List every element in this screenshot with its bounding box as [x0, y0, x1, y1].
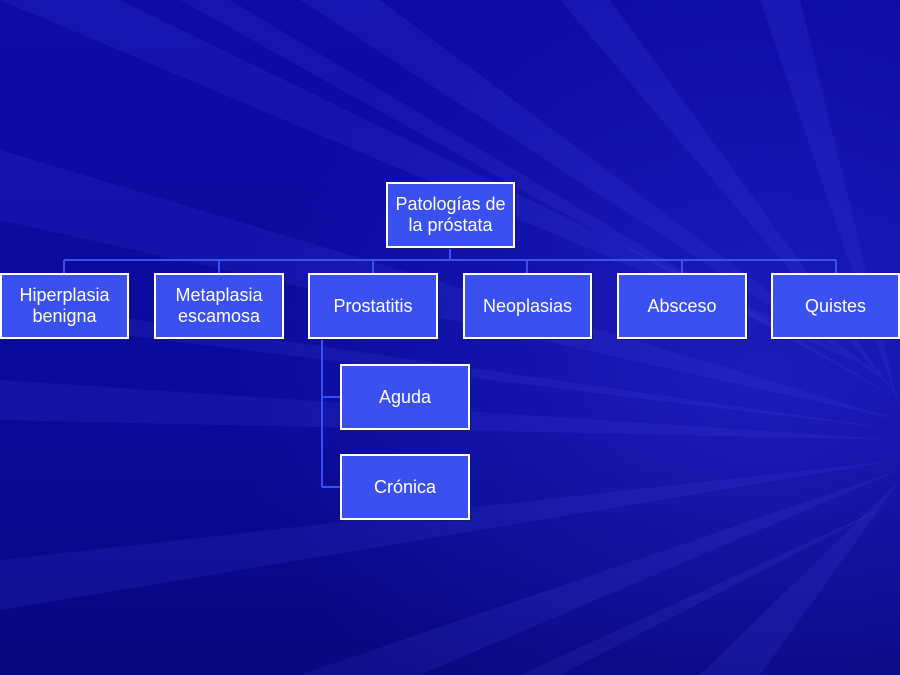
child-node-metaplasia: Metaplasia escamosa [154, 273, 284, 339]
child-node-quistes: Quistes [771, 273, 900, 339]
child-node-prostatitis: Prostatitis [308, 273, 438, 339]
child-node-label: Metaplasia escamosa [175, 285, 263, 326]
child-node-label: Neoplasias [482, 295, 573, 316]
child-node-absceso: Absceso [617, 273, 747, 339]
sub-node-label: Aguda [378, 386, 432, 407]
child-node-label: Hiperplasia benigna [19, 285, 110, 326]
sub-node-label: Crónica [373, 476, 437, 497]
child-node-label: Prostatitis [333, 295, 413, 316]
child-node-neoplasias: Neoplasias [463, 273, 592, 339]
child-node-hiperplasia: Hiperplasia benigna [0, 273, 129, 339]
root-node: Patologías de la próstata [386, 182, 515, 248]
child-node-label: Absceso [647, 295, 717, 316]
sub-node-aguda: Aguda [340, 364, 470, 430]
root-node-label: Patologías de la próstata [395, 194, 506, 235]
child-node-label: Quistes [804, 295, 867, 316]
sub-node-cronica: Crónica [340, 454, 470, 520]
